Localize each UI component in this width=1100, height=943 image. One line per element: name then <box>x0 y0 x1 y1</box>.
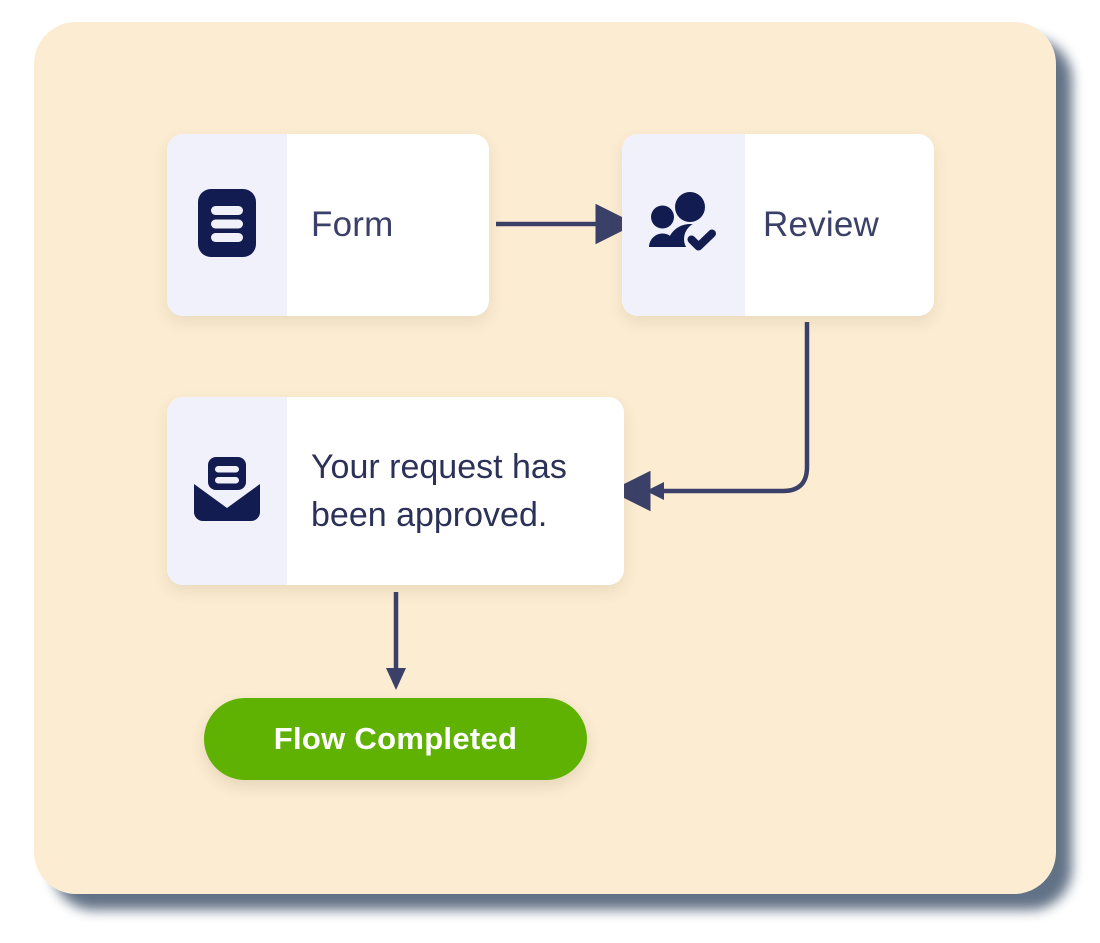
form-card-body: Form <box>287 134 489 316</box>
flow-node-review[interactable]: Review <box>622 134 934 316</box>
message-line-1: Your request has <box>311 447 567 486</box>
form-icon-pane <box>167 134 287 316</box>
flow-node-message-text: Your request has been approved. <box>311 443 581 540</box>
open-envelope-icon <box>194 456 260 526</box>
review-icon-pane <box>622 134 745 316</box>
flow-node-label-form: Form <box>311 205 394 244</box>
message-card-body: Your request has been approved. <box>287 397 624 585</box>
form-document-icon <box>198 188 256 262</box>
review-card-body: Review <box>745 134 934 316</box>
message-line-2: been approved. <box>311 496 548 534</box>
flow-node-label-review: Review <box>763 205 879 244</box>
people-check-icon <box>648 191 719 259</box>
message-icon-pane <box>167 397 287 585</box>
flow-node-form[interactable]: Form <box>167 134 489 316</box>
flow-node-message[interactable]: Your request has been approved. <box>167 397 624 585</box>
flow-completed-button[interactable]: Flow Completed <box>204 698 587 780</box>
flow-completed-label: Flow Completed <box>273 721 518 756</box>
